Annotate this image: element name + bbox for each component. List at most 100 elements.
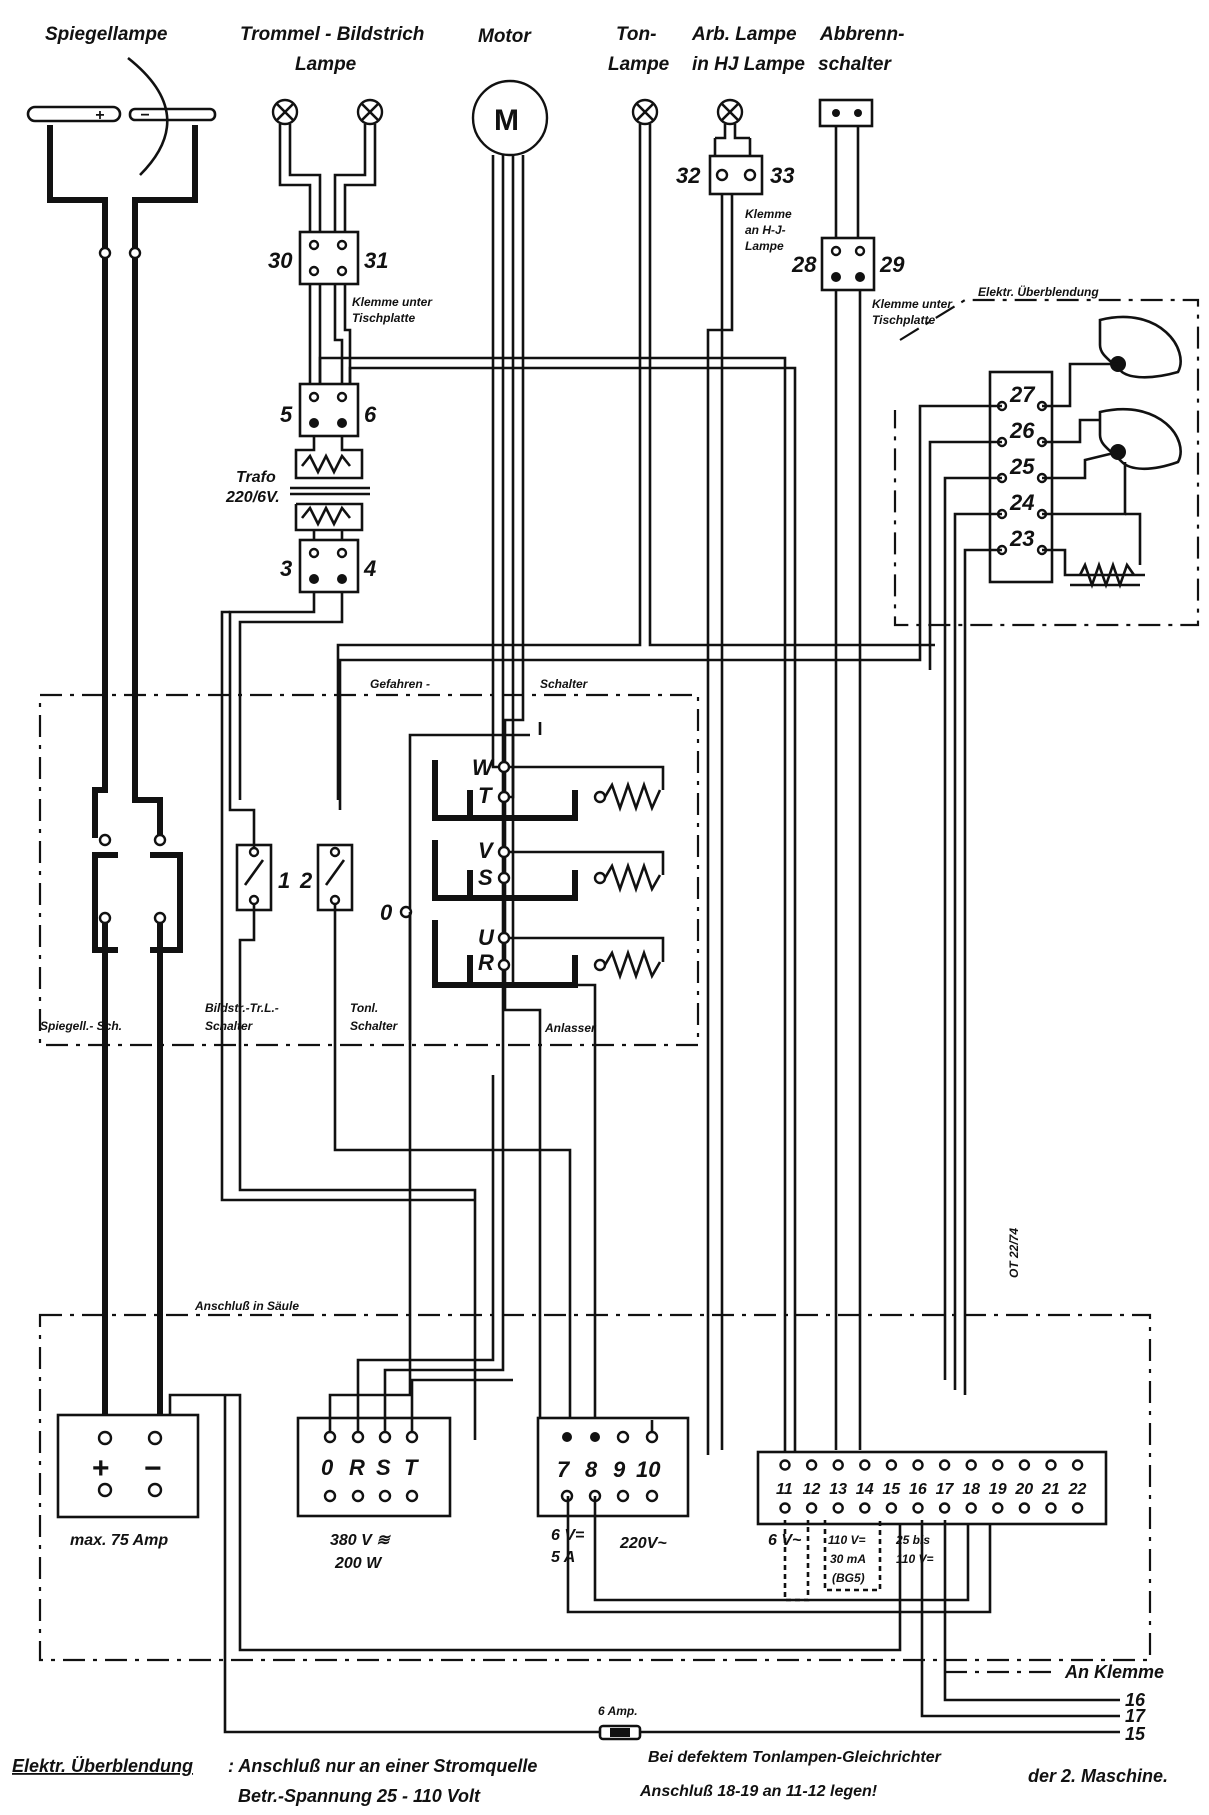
bottom-group: An Klemme 16 17 15 6 Amp. Elektr. Überbl…	[12, 1395, 1168, 1806]
footer-title: Elektr. Überblendung	[12, 1756, 193, 1776]
terminal-30: 30	[268, 248, 293, 273]
orst-label-2: 200 W	[334, 1555, 383, 1572]
strip-terminal-label: 14	[856, 1481, 874, 1498]
wire-right-down	[132, 258, 163, 838]
anlasser-r: R	[478, 950, 494, 975]
note-klemme-an-3: Lampe	[745, 239, 784, 253]
an-klemme-label: An Klemme	[1064, 1662, 1164, 1682]
strip-terminal-top	[859, 1459, 871, 1471]
terminal-spiegel-a	[98, 246, 112, 260]
anlasser-contact-vs	[432, 840, 578, 901]
terminal-4: 4	[363, 556, 376, 581]
note-klemme-unter2-2: Tischplatte	[872, 313, 935, 327]
terminal-10: 10	[636, 1457, 661, 1482]
terminal-32: 32	[676, 163, 701, 188]
trafo-primary-coil	[300, 453, 352, 475]
strip-terminal-label: 22	[1068, 1481, 1087, 1498]
anlasser-w: W	[472, 755, 495, 780]
mid-6v-2: 5 A	[551, 1549, 575, 1566]
orst-0: 0	[321, 1455, 334, 1480]
carbon-rod-minus	[128, 107, 217, 122]
terminal-5: 5	[280, 402, 293, 427]
anlasser-t: T	[478, 783, 493, 808]
power-minus: −	[144, 1452, 162, 1485]
anlasser-contact-ur	[432, 920, 578, 988]
note-klemme-an-2: an H-J-	[745, 223, 786, 237]
label-ton-1: Ton-	[616, 24, 656, 45]
anlasser-u: U	[478, 925, 495, 950]
strip-terminal-bottom	[1018, 1502, 1031, 1514]
arblampe-group: 32 33 Klemme an H-J- Lampe	[676, 98, 794, 1455]
motor-icon	[471, 79, 549, 157]
trafo-group: 5 6 Trafo 220/6V. 3 4	[225, 382, 377, 594]
strip-terminal-bottom	[1071, 1502, 1084, 1514]
plus-sign-top: +	[95, 107, 104, 124]
strip-terminal-top	[1018, 1459, 1031, 1471]
anlasser-resistor-2	[603, 862, 662, 893]
strip-terminal-top	[832, 1459, 844, 1471]
footer-line-2: Betr.-Spannung 25 - 110 Volt	[238, 1786, 481, 1806]
strip-terminal-top	[965, 1459, 977, 1471]
terminal-29: 29	[879, 252, 905, 277]
anlasser-label: Anlasser	[544, 1021, 597, 1035]
terminal-spiegel-b	[128, 246, 142, 260]
carbon-rod-plus	[26, 105, 122, 123]
terminal-3: 3	[280, 556, 292, 581]
note-klemme-unter2-1: Klemme unter	[872, 297, 953, 311]
anlasser-s: S	[478, 865, 493, 890]
strip-terminal-top	[1045, 1459, 1057, 1471]
terminal-7: 7	[557, 1457, 571, 1482]
anlasser-resistor-3	[603, 949, 662, 980]
bildstr-switch-label-1: Bildstr.-Tr.L.-	[205, 1001, 279, 1015]
strip-terminal-label: 20	[1014, 1481, 1033, 1498]
terminal-33: 33	[770, 163, 794, 188]
minus-sign-top: −	[140, 107, 149, 124]
strip-terminal-label: 13	[829, 1481, 847, 1498]
terminal-27: 27	[1009, 382, 1036, 407]
strip-terminal-bottom	[805, 1502, 818, 1514]
trafo-core	[290, 486, 370, 496]
fuse-label: 6 Amp.	[598, 1704, 638, 1718]
label-ton-2: Lampe	[608, 54, 670, 75]
klemme-16: 16	[1125, 1690, 1146, 1710]
terminal-6: 6	[364, 402, 377, 427]
tonl-switch-label-1: Tonl.	[350, 1001, 378, 1015]
power-plus: +	[92, 1452, 110, 1485]
strip-terminal-label: 19	[989, 1481, 1007, 1498]
switch-2-label: 2	[299, 868, 313, 893]
shutter-magnet-1-icon	[1098, 315, 1182, 379]
saeule-group: Anschluß in Säule + − max. 75 Amp 0 R S …	[38, 912, 1152, 1662]
strip-25-1: 25 bis	[895, 1533, 930, 1547]
label-abbrenn-2: schalter	[818, 54, 892, 75]
stamp-text: OT 22/74	[1007, 1228, 1021, 1278]
strip-25-2: 110 V=	[896, 1552, 933, 1566]
terminal-9: 9	[613, 1457, 626, 1482]
strip-terminal-top	[912, 1459, 924, 1471]
wire-spiegel-plus	[47, 125, 108, 250]
strip-terminal-bottom	[992, 1502, 1004, 1514]
gefahren-title-1: Gefahren -	[370, 677, 430, 691]
strip-terminal-top	[992, 1459, 1004, 1471]
orst-t: T	[404, 1455, 419, 1480]
strip-terminal-bottom	[779, 1502, 791, 1514]
terminal-block-3-4	[298, 538, 360, 594]
strip-terminal-bottom	[912, 1502, 924, 1514]
klemme-15: 15	[1125, 1724, 1146, 1744]
power-block	[56, 1413, 200, 1519]
header-labels: Spiegellampe Trommel - Bildstrich Lampe …	[45, 24, 904, 75]
anlasser-v: V	[478, 838, 495, 863]
motor-group: M	[471, 79, 597, 1430]
strip-terminal-label: 16	[909, 1481, 927, 1498]
wire-left-down	[92, 258, 108, 838]
saeule-title: Anschluß in Säule	[194, 1299, 299, 1313]
label-trommel-2: Lampe	[295, 54, 357, 75]
note-klemme-an-1: Klemme	[745, 207, 792, 221]
gefahren-schalter-group: Gefahren - Schalter W T V S U R 0	[38, 677, 700, 1047]
strip-terminal-label: 12	[803, 1481, 821, 1498]
strip-terminal-label: 17	[936, 1481, 955, 1498]
terminal-28: 28	[791, 252, 817, 277]
label-motor: Motor	[478, 26, 532, 47]
strip-terminal-top	[805, 1459, 818, 1471]
footer-line-4: Anschluß 18-19 an 11-12 legen!	[639, 1783, 878, 1800]
